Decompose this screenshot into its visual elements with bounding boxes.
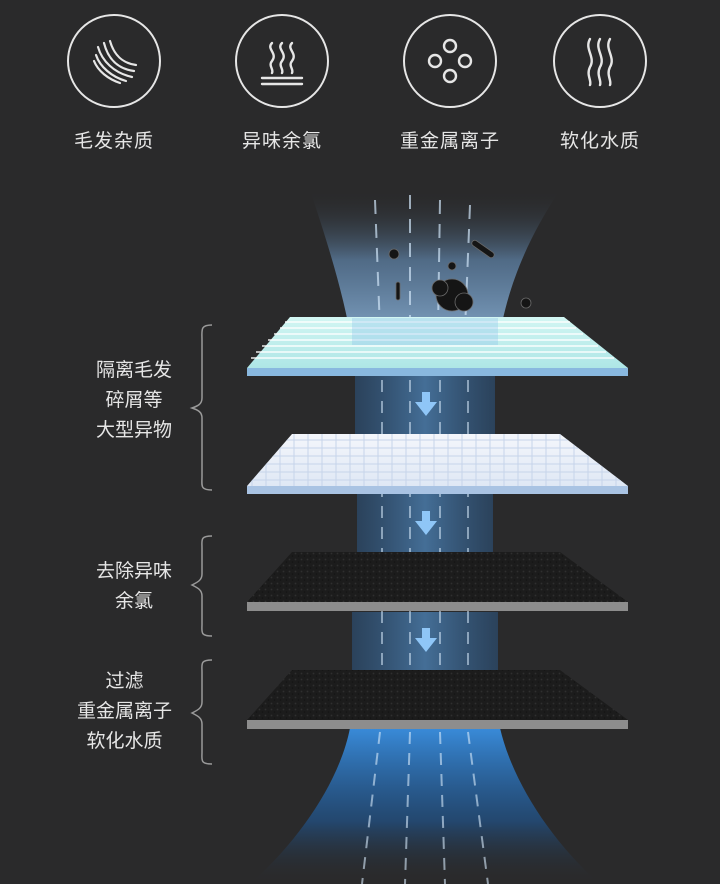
side-braces	[189, 324, 213, 765]
desc-line: 软化水质	[86, 730, 163, 752]
feature-metal: 重金属离子	[390, 14, 510, 153]
desc-line: 碎屑等	[105, 389, 163, 411]
feature-label: 毛发杂质	[73, 130, 154, 152]
desc-line: 大型异物	[95, 419, 172, 441]
desc-line: 重金属离子	[76, 700, 172, 722]
brace-1	[189, 324, 213, 491]
feature-label: 异味余氯	[241, 130, 322, 152]
down-arrow-icon	[415, 392, 437, 416]
feature-soften: 软化水质	[540, 14, 660, 153]
steam-icon	[235, 14, 329, 108]
feature-odor: 异味余氯	[222, 14, 342, 153]
filter-layer-grid	[247, 434, 628, 494]
desc-line: 余氯	[114, 590, 153, 612]
ions-icon	[403, 14, 497, 108]
inflow-stream	[310, 190, 560, 345]
feature-hair: 毛发杂质	[54, 14, 174, 153]
desc-line: 隔离毛发	[95, 359, 172, 381]
down-arrow-icon	[415, 511, 437, 535]
feather-icon	[67, 14, 161, 108]
waves-icon	[553, 14, 647, 108]
outflow-stream	[250, 728, 600, 884]
down-arrow-icon	[415, 628, 437, 652]
feature-icon-row: 毛发杂质 异味余氯 重金属离子	[0, 0, 720, 170]
filter-layer-ion	[247, 670, 628, 729]
brace-2	[190, 535, 213, 637]
feature-label: 软化水质	[559, 130, 640, 152]
filter-layer-carbon	[247, 552, 628, 611]
brace-3	[190, 659, 213, 765]
desc-line: 过滤	[105, 670, 144, 692]
feature-label: 重金属离子	[399, 130, 500, 152]
desc-line: 去除异味	[95, 560, 172, 582]
filter-layer-mesh	[247, 317, 628, 376]
flow-arrows	[415, 392, 437, 652]
